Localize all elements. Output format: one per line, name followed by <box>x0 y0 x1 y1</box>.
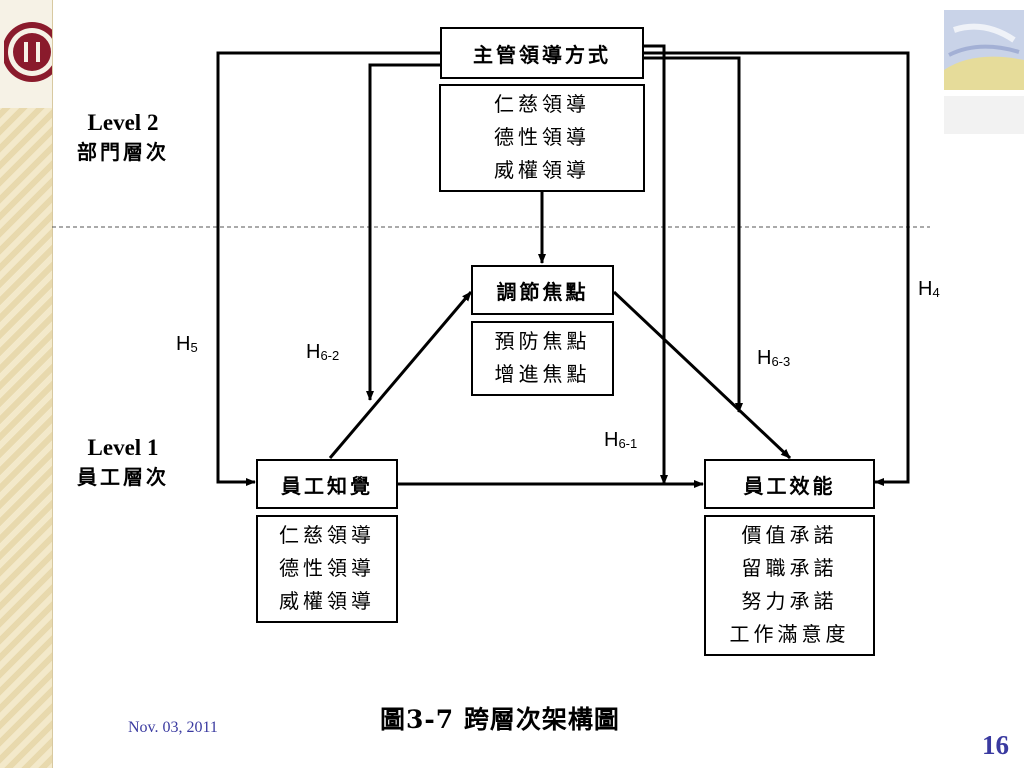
left-to-moderator-arrow <box>328 291 473 459</box>
left-item-1: 仁慈領導 <box>279 523 375 547</box>
right-item-4: 工作滿意度 <box>729 622 850 646</box>
moderator-item-2: 增進焦點 <box>494 362 591 386</box>
figure-caption: 圖3-7 跨層次架構圖 <box>380 705 620 734</box>
level-1-label: Level 1 員工層次 <box>58 435 188 490</box>
left-title-label: 員工知覺 <box>281 473 373 498</box>
level-1-zh: 員工層次 <box>77 465 169 489</box>
hypothesis-h6-3: H6-3 <box>757 347 790 370</box>
left-box-title: 員工知覺 <box>256 459 398 509</box>
left-box-list: 仁慈領導 德性領導 威權領導 <box>256 515 398 623</box>
h6-2-main: H <box>306 341 321 363</box>
hypothesis-h6-1: H6-1 <box>604 429 637 452</box>
hypothesis-h5: H5 <box>176 333 198 356</box>
h5-arrow <box>216 51 441 486</box>
h6-2-sub: 6-2 <box>320 348 340 363</box>
moderator-to-right-arrow <box>612 290 792 460</box>
moderator-box-list: 預防焦點 增進焦點 <box>471 321 614 396</box>
left-item-2: 德性領導 <box>279 556 375 580</box>
top-item-1: 仁慈領導 <box>494 92 590 116</box>
right-box-title: 員工效能 <box>704 459 875 509</box>
corner-strip <box>944 96 1024 134</box>
h6-2-arrow <box>366 63 441 401</box>
top-item-2: 德性領導 <box>494 125 590 149</box>
right-title-label: 員工效能 <box>743 473 836 498</box>
level-2-zh: 部門層次 <box>77 140 169 164</box>
right-item-1: 價值承諾 <box>741 523 838 547</box>
h6-1-arrow <box>643 44 668 485</box>
footer-date: Nov. 03, 2011 <box>128 719 218 736</box>
h4-arrow <box>643 51 910 486</box>
moderator-box-title: 調節焦點 <box>471 265 614 315</box>
sidebar-decoration <box>0 0 53 768</box>
h4-main: H <box>918 278 933 300</box>
hypothesis-h6-2: H6-2 <box>306 341 339 364</box>
level-2-label: Level 2 部門層次 <box>58 110 188 165</box>
page-number: 16 <box>982 730 1009 760</box>
h4-sub: 4 <box>932 285 940 300</box>
h6-1-main: H <box>604 429 619 451</box>
h6-1-sub: 6-1 <box>618 436 638 451</box>
right-item-2: 留職承諾 <box>741 556 838 580</box>
hypothesis-h4: H4 <box>918 278 940 301</box>
top-box-list: 仁慈領導 德性領導 威權領導 <box>439 84 645 192</box>
top-box-title: 主管領導方式 <box>440 27 644 79</box>
h5-main: H <box>176 333 191 355</box>
level-2-en: Level 2 <box>87 110 159 135</box>
level-1-en: Level 1 <box>87 435 159 460</box>
right-box-list: 價值承諾 留職承諾 努力承諾 工作滿意度 <box>704 515 875 656</box>
decorative-corner-image <box>944 10 1024 90</box>
right-item-3: 努力承諾 <box>741 589 838 613</box>
h6-3-arrow <box>643 56 743 413</box>
university-seal-logo <box>4 22 52 82</box>
h5-sub: 5 <box>190 340 198 355</box>
top-item-3: 威權領導 <box>494 158 590 182</box>
left-item-3: 威權領導 <box>279 589 375 613</box>
top-box-title-label: 主管領導方式 <box>473 42 611 67</box>
h6-3-main: H <box>757 347 772 369</box>
moderator-item-1: 預防焦點 <box>494 329 591 353</box>
moderator-title-label: 調節焦點 <box>496 279 589 304</box>
h6-3-sub: 6-3 <box>771 354 791 369</box>
